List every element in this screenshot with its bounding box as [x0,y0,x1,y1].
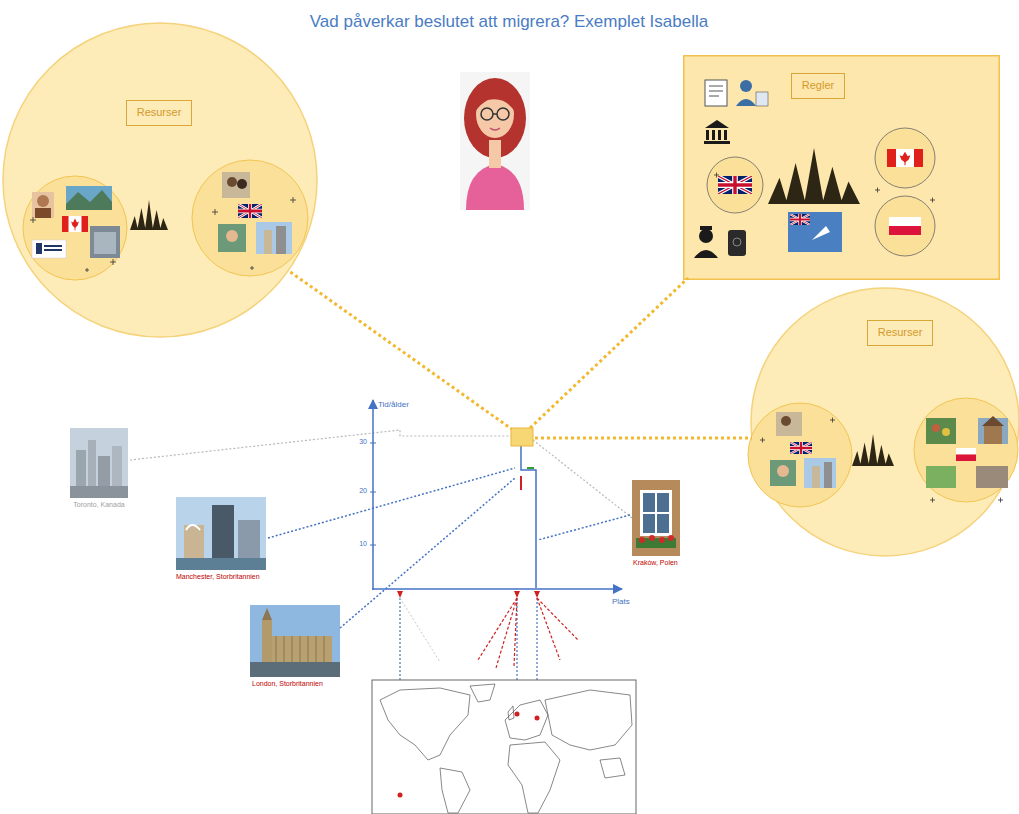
rules-icons [694,80,935,258]
node-heading: Resurser [867,320,934,345]
axis-label-holder: Tid/ålder [378,400,409,409]
place-caption: London, Storbritannien [252,680,323,688]
axis-label: Tid/ålder [378,400,409,409]
axis-tick-holder: 10 [359,540,367,548]
place-caption-holder: London, Storbritannien [252,680,323,688]
uk-resource-circle [192,160,308,276]
node-heading: Resurser [126,100,193,125]
axis-tick: 30 [359,438,367,446]
manchester-photo [176,497,266,570]
axis-tick-holder: 30 [359,438,367,446]
axis-tick-holder: 20 [359,487,367,495]
node-heading: Regler [791,73,845,98]
place-caption: Toronto, Kanada [73,501,124,509]
canada-resource-circle [23,176,127,280]
leader-lines [130,271,752,628]
axis-label-holder: Plats [612,597,630,606]
place-caption-holder: Manchester, Storbritannien [176,573,260,581]
axis-tick: 10 [359,540,367,548]
axis-label: Plats [612,597,630,606]
uk-resource-circle-right [748,403,852,507]
toronto-photo [70,428,128,498]
diagram-title: Vad påverkar beslutet att migrera? Exemp… [310,12,708,32]
world-map [372,680,636,814]
isabella-avatar [460,72,530,210]
place-caption: Kraków, Polen [633,559,678,567]
place-caption-holder: Kraków, Polen [633,559,678,567]
krakow-photo [632,480,680,556]
axis-tick: 20 [359,487,367,495]
place-caption: Manchester, Storbritannien [176,573,260,581]
london-photo [250,605,340,677]
place-caption-holder: Toronto, Kanada [73,501,124,509]
diagram-title-holder: Vad påverkar beslutet att migrera? Exemp… [310,12,708,32]
poland-resource-circle [914,398,1018,503]
